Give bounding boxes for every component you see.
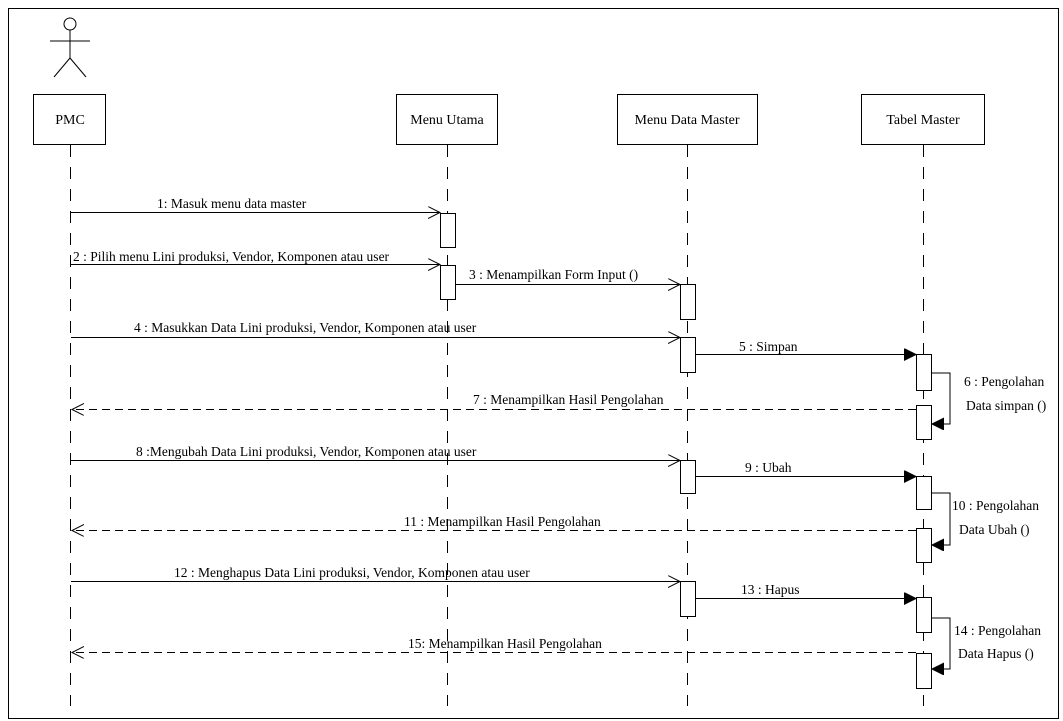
- self-message-arrow: [932, 372, 951, 424]
- participant-label: Tabel Master: [886, 113, 960, 128]
- self-message-label: Data Hapus (): [958, 646, 1034, 661]
- participant-menu-utama: Menu Utama: [396, 94, 498, 145]
- activation-bar: [680, 284, 696, 320]
- participant-label: Menu Utama: [410, 113, 484, 128]
- activation-bar: [680, 460, 696, 494]
- message-label: 11 : Menampilkan Hasil Pengolahan: [404, 514, 601, 529]
- activation-bar: [916, 405, 932, 440]
- participant-box: [861, 94, 985, 145]
- message-label: 5 : Simpan: [739, 339, 798, 354]
- self-message-label: 14 : Pengolahan: [954, 623, 1041, 638]
- self-message-label: 10 : Pengolahan: [952, 498, 1039, 513]
- activation-bar: [680, 337, 696, 373]
- participant-menu-data-master: Menu Data Master: [617, 94, 758, 145]
- activation-bar: [440, 213, 456, 248]
- activation-bar: [440, 265, 456, 300]
- activation-bar: [680, 581, 696, 617]
- message-label: 15: Menampilkan Hasil Pengolahan: [408, 636, 602, 651]
- participant-label: PMC: [55, 113, 85, 128]
- activation-bar: [916, 597, 932, 633]
- actor-icon: [50, 17, 90, 78]
- self-message-label: 6 : Pengolahan: [964, 374, 1044, 389]
- message-label: 2 : Pilih menu Lini produksi, Vendor, Ko…: [73, 249, 390, 264]
- self-message-arrow: [932, 617, 951, 669]
- activation-bar: [916, 653, 932, 689]
- self-message-label: Data simpan (): [966, 398, 1046, 413]
- message-label: 13 : Hapus: [741, 582, 800, 597]
- message-label: 1: Masuk menu data master: [157, 196, 307, 211]
- message-label: 7 : Menampilkan Hasil Pengolahan: [473, 392, 664, 407]
- message-label: 12 : Menghapus Data Lini produksi, Vendo…: [174, 565, 530, 580]
- activation-bar: [916, 354, 932, 391]
- participant-pmc: PMC: [33, 94, 106, 145]
- self-message-label: Data Ubah (): [959, 522, 1029, 537]
- diagram-border: [8, 8, 1059, 719]
- participant-box: [617, 94, 758, 145]
- message-label: 9 : Ubah: [745, 460, 792, 475]
- activation-bar: [916, 476, 932, 510]
- participant-box: [396, 94, 498, 145]
- participant-tabel-master: Tabel Master: [861, 94, 985, 145]
- activation-bar: [916, 528, 932, 563]
- participant-label: Menu Data Master: [635, 113, 740, 128]
- participant-box: [33, 94, 106, 145]
- self-message-arrow: [932, 492, 951, 545]
- message-label: 8 :Mengubah Data Lini produksi, Vendor, …: [136, 444, 477, 459]
- message-label: 4 : Masukkan Data Lini produksi, Vendor,…: [134, 320, 477, 335]
- message-label: 3 : Menampilkan Form Input (): [469, 267, 638, 282]
